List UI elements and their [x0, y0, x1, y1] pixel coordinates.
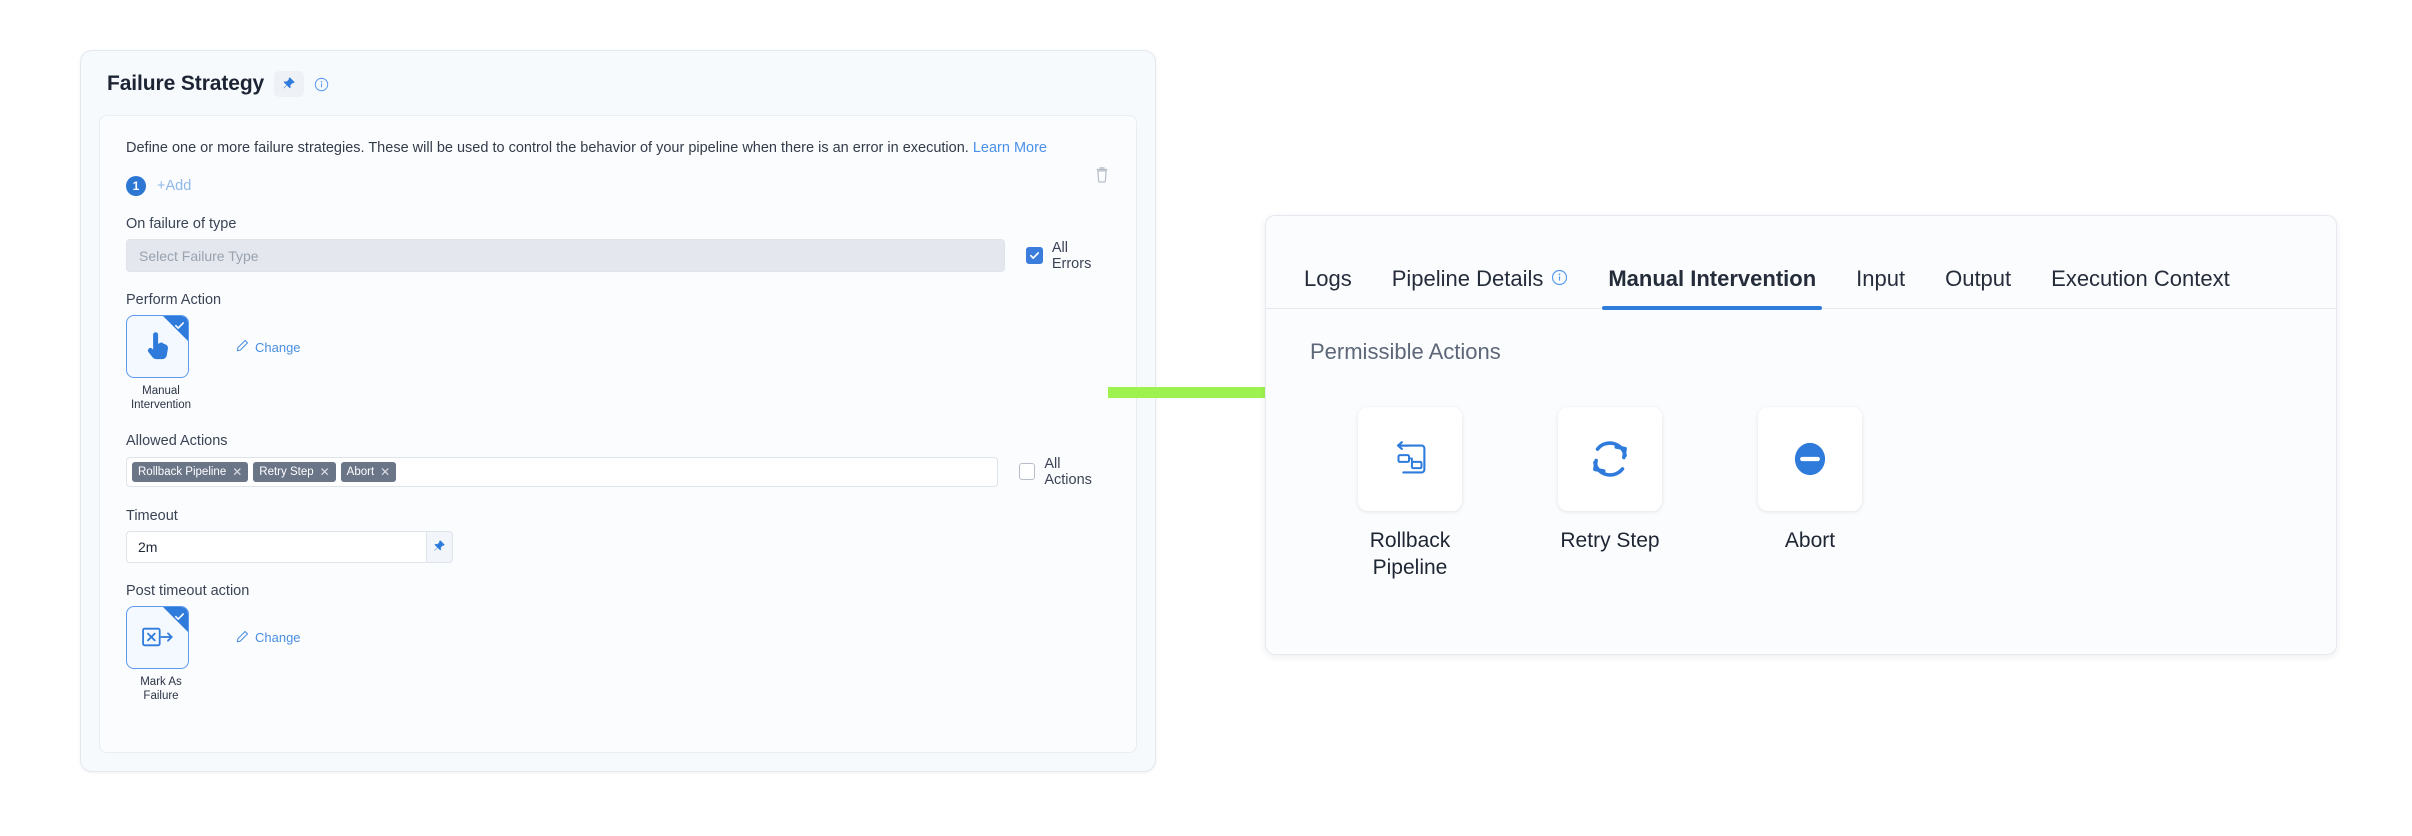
all-errors-checkbox[interactable]: All Errors — [1026, 240, 1110, 272]
failure-type-select[interactable]: Select Failure Type — [126, 239, 1006, 273]
manual-intervention-caption: Manual Intervention — [130, 385, 192, 412]
tab-input-label: Input — [1856, 266, 1906, 291]
pointing-hand-icon — [147, 331, 168, 359]
all-actions-checkbox-box[interactable] — [1018, 463, 1036, 481]
mark-as-failure-tile[interactable] — [126, 605, 189, 669]
permissible-actions-heading: Permissible Actions — [1310, 339, 1501, 364]
action-retry-step[interactable]: Retry Step — [1510, 407, 1710, 582]
allowed-actions-label: Allowed Actions — [126, 432, 228, 449]
mark-as-failure-caption: Mark As Failure — [140, 675, 182, 703]
chip-remove-icon[interactable]: ✕ — [232, 464, 243, 479]
abort-minus-circle-icon — [1794, 442, 1826, 476]
action-abort-label: Abort — [1784, 529, 1836, 552]
all-errors-checkbox-box[interactable] — [1026, 247, 1043, 265]
strategy-index-row: 1 +Add — [126, 176, 1110, 197]
chip[interactable]: Rollback Pipeline ✕ — [132, 461, 249, 482]
mark-as-failure-icon — [141, 628, 173, 647]
timeout-pin-icon[interactable] — [426, 530, 453, 563]
rollback-pipeline-icon — [1396, 441, 1426, 474]
action-abort-card[interactable] — [1758, 407, 1862, 511]
change-post-timeout-action-label: Change — [255, 630, 301, 646]
selected-corner-marker — [163, 316, 188, 342]
chip-label: Rollback Pipeline — [138, 465, 227, 478]
permissible-actions-grid: Rollback Pipeline Retry Step — [1310, 407, 2298, 582]
failure-type-row: Select Failure Type All Errors — [126, 239, 1110, 273]
on-failure-type-label: On failure of type — [126, 216, 237, 233]
timeout-label: Timeout — [126, 507, 178, 524]
chip[interactable]: Retry Step ✕ — [253, 461, 336, 482]
post-timeout-action-group: Mark As Failure Change — [126, 605, 1110, 704]
tab-output-label: Output — [1945, 266, 2012, 291]
tab-logs[interactable]: Logs — [1304, 266, 1372, 308]
change-post-timeout-action-button[interactable]: Change — [236, 630, 301, 646]
all-actions-label: All Actions — [1044, 455, 1092, 488]
tab-input[interactable]: Input — [1836, 266, 1925, 308]
perform-action-label: Perform Action — [126, 292, 222, 309]
tab-pipeline-details[interactable]: Pipeline Details — [1372, 266, 1589, 308]
permissible-actions-section: Permissible Actions Rollback Pipel — [1266, 309, 2336, 582]
chip[interactable]: Abort ✕ — [340, 461, 397, 482]
strategy-index-badge: 1 — [126, 176, 146, 197]
tab-pipeline-details-label: Pipeline Details — [1391, 266, 1544, 291]
info-circle-icon[interactable] — [314, 77, 329, 92]
description-sentence: Define one or more failure strategies. T… — [126, 140, 969, 156]
tab-manual-intervention[interactable]: Manual Intervention — [1588, 266, 1836, 310]
pencil-icon — [236, 630, 249, 646]
tab-bar: Logs Pipeline Details Manual Interventio… — [1266, 216, 2336, 310]
allowed-actions-row: Rollback Pipeline ✕ Retry Step ✕ Abort ✕ — [126, 456, 1110, 488]
page-title: Failure Strategy — [107, 72, 265, 95]
info-circle-icon[interactable] — [1551, 266, 1568, 292]
chip-remove-icon[interactable]: ✕ — [319, 464, 330, 479]
learn-more-link[interactable]: Learn More — [972, 140, 1047, 156]
tab-execution-context-label: Execution Context — [2051, 266, 2230, 291]
trash-icon[interactable] — [1094, 166, 1110, 183]
action-retry-step-card[interactable] — [1558, 407, 1662, 511]
failure-strategy-header: Failure Strategy — [81, 51, 1155, 111]
chip-remove-icon[interactable]: ✕ — [380, 464, 391, 479]
tab-manual-intervention-label: Manual Intervention — [1608, 266, 1817, 291]
change-perform-action-label: Change — [255, 339, 301, 355]
action-abort[interactable]: Abort — [1710, 407, 1910, 582]
chip-label: Abort — [346, 465, 375, 478]
check-icon — [174, 318, 185, 336]
action-retry-step-label: Retry Step — [1560, 529, 1660, 552]
tab-logs-label: Logs — [1304, 266, 1352, 291]
action-rollback-pipeline[interactable]: Rollback Pipeline — [1310, 407, 1510, 582]
add-strategy-button[interactable]: +Add — [157, 178, 192, 195]
manual-intervention-tile[interactable] — [126, 315, 189, 379]
action-rollback-pipeline-card[interactable] — [1358, 407, 1462, 511]
chip-label: Retry Step — [259, 465, 314, 478]
allowed-actions-input[interactable]: Rollback Pipeline ✕ Retry Step ✕ Abort ✕ — [126, 456, 998, 487]
perform-action-group: Manual Intervention Change — [126, 315, 1110, 413]
failure-strategy-panel: Failure Strategy Define one or more fail… — [80, 50, 1156, 772]
all-actions-checkbox[interactable]: All Actions — [1018, 455, 1110, 488]
timeout-row — [126, 530, 1110, 563]
retry-refresh-icon — [1593, 441, 1627, 477]
description-text: Define one or more failure strategies. T… — [126, 138, 1110, 159]
post-timeout-action-label: Post timeout action — [126, 582, 250, 599]
failure-strategy-body: Define one or more failure strategies. T… — [99, 115, 1137, 753]
selected-corner-marker — [163, 606, 188, 632]
timeout-input[interactable] — [126, 530, 426, 563]
execution-detail-panel: Logs Pipeline Details Manual Interventio… — [1265, 215, 2337, 655]
check-icon — [174, 609, 185, 627]
tab-execution-context[interactable]: Execution Context — [2031, 266, 2250, 308]
pencil-icon — [236, 339, 249, 355]
all-errors-label: All Errors — [1051, 239, 1092, 272]
pin-icon[interactable] — [274, 71, 305, 97]
tab-output[interactable]: Output — [1925, 266, 2031, 308]
change-perform-action-button[interactable]: Change — [236, 339, 301, 355]
action-rollback-pipeline-label: Rollback Pipeline — [1369, 529, 1451, 580]
